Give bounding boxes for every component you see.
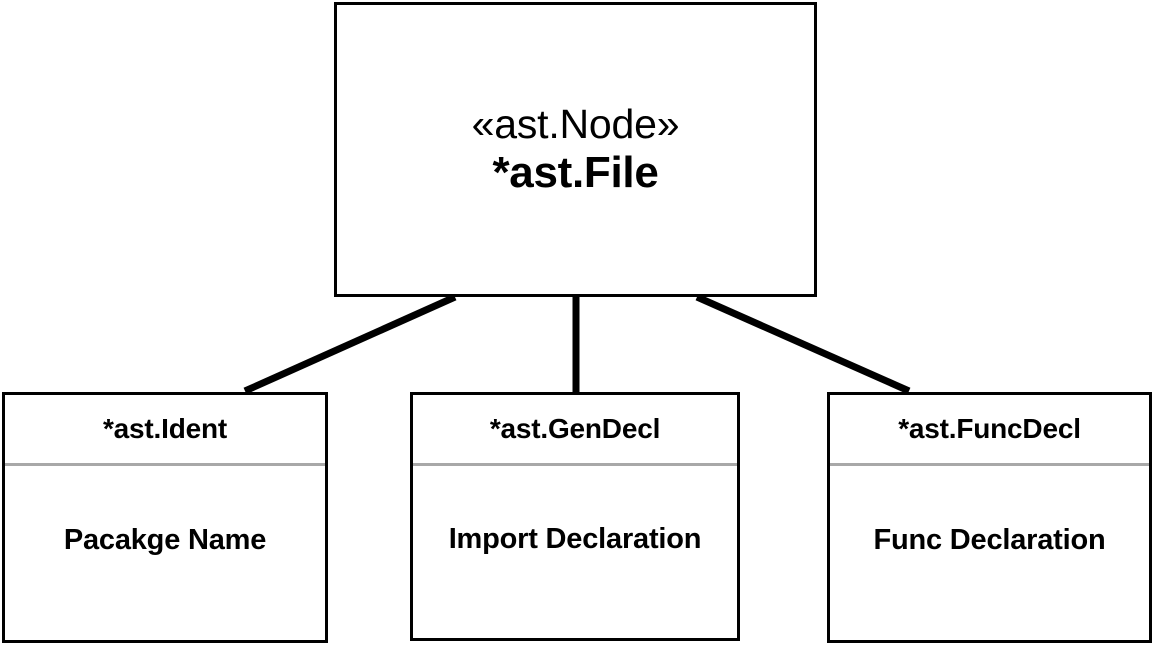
class-header-ast-funcdecl: *ast.FuncDecl	[830, 395, 1149, 466]
class-box-ast-funcdecl[interactable]: *ast.FuncDecl Func Declaration	[827, 392, 1152, 643]
connector-root-to-ident	[243, 293, 457, 395]
class-header-ast-gendecl: *ast.GenDecl	[413, 395, 737, 466]
class-box-ast-ident[interactable]: *ast.Ident Pacakge Name	[2, 392, 328, 643]
class-body-ast-ident: Pacakge Name	[5, 466, 325, 640]
class-header-ast-ident: *ast.Ident	[5, 395, 325, 466]
class-role-label: Import Declaration	[448, 522, 702, 555]
class-name-label: *ast.Ident	[102, 413, 228, 444]
connector-root-to-funcdecl	[695, 293, 911, 395]
class-body-ast-gendecl: Import Declaration	[413, 466, 737, 638]
root-stereotype-label: «ast.Node»	[471, 100, 680, 147]
root-class-name-label: *ast.File	[492, 148, 659, 197]
class-body-ast-funcdecl: Func Declaration	[830, 466, 1149, 640]
class-role-label: Pacakge Name	[63, 523, 267, 556]
class-box-ast-gendecl[interactable]: *ast.GenDecl Import Declaration	[410, 392, 740, 641]
class-name-label: *ast.GenDecl	[489, 413, 661, 444]
class-role-label: Func Declaration	[873, 523, 1106, 556]
class-name-label: *ast.FuncDecl	[898, 413, 1081, 444]
class-box-ast-file[interactable]: «ast.Node» *ast.File	[334, 2, 817, 297]
